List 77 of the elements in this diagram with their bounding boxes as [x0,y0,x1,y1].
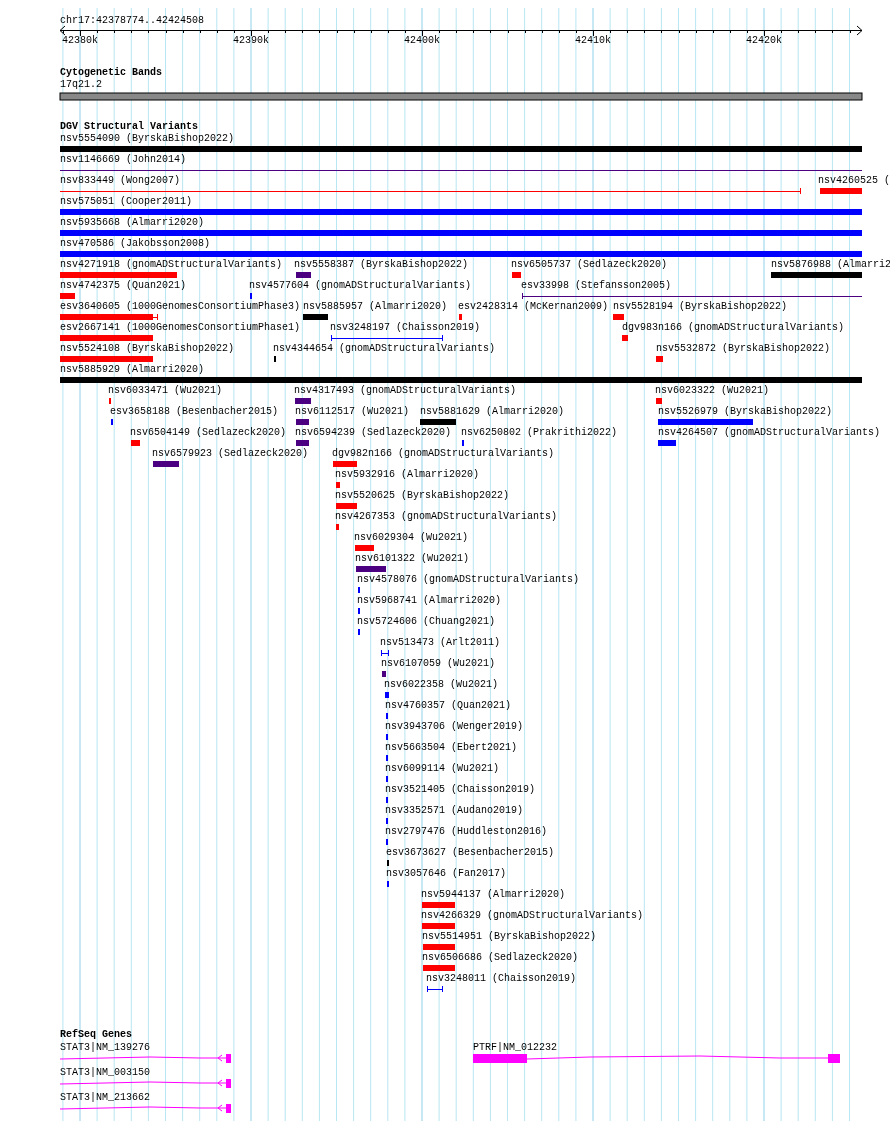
feature-label: nsv6107059 (Wu2021) [381,659,496,669]
feature-label: esv3640605 (1000GenomesConsortiumPhase3) [60,302,301,312]
feature-label: nsv513473 (Arlt2011) [380,638,501,648]
feature-label: nsv5520625 (ByrskaBishop2022) [335,491,510,501]
feature-label: nsv5558387 (ByrskaBishop2022) [294,260,469,270]
feature-label: esv33998 (Stefansson2005) [521,281,672,291]
feature-label: nsv4266329 (gnomADStructuralVariants) [421,911,644,921]
feature-label: nsv3352571 (Audano2019) [385,806,524,816]
feature-label: nsv4344654 (gnomADStructuralVariants) [273,344,496,354]
feature-label: esv2667141 (1000GenomesConsortiumPhase1) [60,323,301,333]
feature-label: nsv6594239 (Sedlazeck2020) [295,428,452,438]
feature-label: dgv983n166 (gnomADStructuralVariants) [622,323,845,333]
locus-label: chr17:42378774..42424508 [60,16,205,26]
feature-label: nsv5532872 (ByrskaBishop2022) [656,344,831,354]
feature-label: nsv5554090 (ByrskaBishop2022) [60,134,235,144]
gene-label: STAT3|NM_139276 [60,1043,150,1053]
feature-label: nsv5724606 (Chuang2021) [357,617,496,627]
feature-label: nsv4577604 (gnomADStructuralVariants) [249,281,472,291]
feature-label: nsv5528194 (ByrskaBishop2022) [613,302,788,312]
feature-label: nsv5885929 (Almarri2020) [60,365,205,375]
tick-label: 42420k [745,36,783,46]
feature-label: nsv575051 (Cooper2011) [60,197,193,207]
feature-label: nsv470586 (Jakobsson2008) [60,239,211,249]
feature-label: nsv4317493 (gnomADStructuralVariants) [294,386,517,396]
tick-label: 42390k [232,36,270,46]
track-title: Cytogenetic Bands [60,68,163,78]
feature-label: nsv4742375 (Quan2021) [60,281,187,291]
gene-label: STAT3|NM_003150 [60,1068,150,1078]
feature-label: nsv6101322 (Wu2021) [355,554,470,564]
band-label: 17q21.2 [60,80,102,90]
feature-label: nsv6022358 (Wu2021) [384,680,499,690]
feature-label: nsv5881629 (Almarri2020) [420,407,565,417]
feature-label: nsv3943706 (Wenger2019) [385,722,524,732]
gene-label: STAT3|NM_213662 [60,1093,150,1103]
feature-label: nsv3521405 (Chaisson2019) [385,785,536,795]
feature-label: nsv4260525 ( [818,176,890,186]
feature-label: esv2428314 (McKernan2009) [458,302,609,312]
feature-label: nsv3248011 (Chaisson2019) [426,974,577,984]
track-title: DGV Structural Variants [60,122,199,132]
feature-label: nsv5935668 (Almarri2020) [60,218,205,228]
feature-label: nsv2797476 (Huddleston2016) [385,827,548,837]
feature-label: nsv6579923 (Sedlazeck2020) [152,449,309,459]
gene-label: PTRF|NM_012232 [473,1043,557,1053]
feature-label: nsv5524108 (ByrskaBishop2022) [60,344,235,354]
tick-label: 42380k [61,36,99,46]
feature-label: nsv4578076 (gnomADStructuralVariants) [357,575,580,585]
feature-label: nsv5885957 (Almarri2020) [303,302,448,312]
feature-label: nsv6250802 (Prakrithi2022) [461,428,618,438]
feature-label: nsv5526979 (ByrskaBishop2022) [658,407,833,417]
feature-label: nsv6099114 (Wu2021) [385,764,500,774]
feature-label: nsv3248197 (Chaisson2019) [330,323,481,333]
feature-label: nsv4267353 (gnomADStructuralVariants) [335,512,558,522]
track-title: RefSeq Genes [60,1030,132,1040]
feature-label: nsv6506686 (Sedlazeck2020) [422,953,579,963]
feature-label: nsv4760357 (Quan2021) [385,701,512,711]
feature-label: nsv3057646 (Fan2017) [386,869,507,879]
feature-label: esv3658188 (Besenbacher2015) [110,407,279,417]
feature-label: nsv5514951 (ByrskaBishop2022) [422,932,597,942]
feature-label: nsv6029304 (Wu2021) [354,533,469,543]
feature-label: nsv6033471 (Wu2021) [108,386,223,396]
feature-label: nsv4271918 (gnomADStructuralVariants) [60,260,283,270]
feature-label: nsv6023322 (Wu2021) [655,386,770,396]
feature-label: nsv4264507 (gnomADStructuralVariants) [658,428,881,438]
tick-label: 42400k [403,36,441,46]
tick-label: 42410k [574,36,612,46]
feature-label: nsv5932916 (Almarri2020) [335,470,480,480]
feature-label: nsv1146669 (John2014) [60,155,187,165]
feature-label: nsv6504149 (Sedlazeck2020) [130,428,287,438]
feature-label: nsv6112517 (Wu2021) [295,407,410,417]
feature-label: nsv5944137 (Almarri2020) [421,890,566,900]
feature-label: nsv833449 (Wong2007) [60,176,181,186]
feature-label: nsv5968741 (Almarri2020) [357,596,502,606]
feature-label: nsv5663504 (Ebert2021) [385,743,518,753]
feature-label: esv3673627 (Besenbacher2015) [386,848,555,858]
feature-label: nsv6505737 (Sedlazeck2020) [511,260,668,270]
feature-label: dgv982n166 (gnomADStructuralVariants) [332,449,555,459]
feature-label: nsv5876988 (Almarri2 [771,260,890,270]
